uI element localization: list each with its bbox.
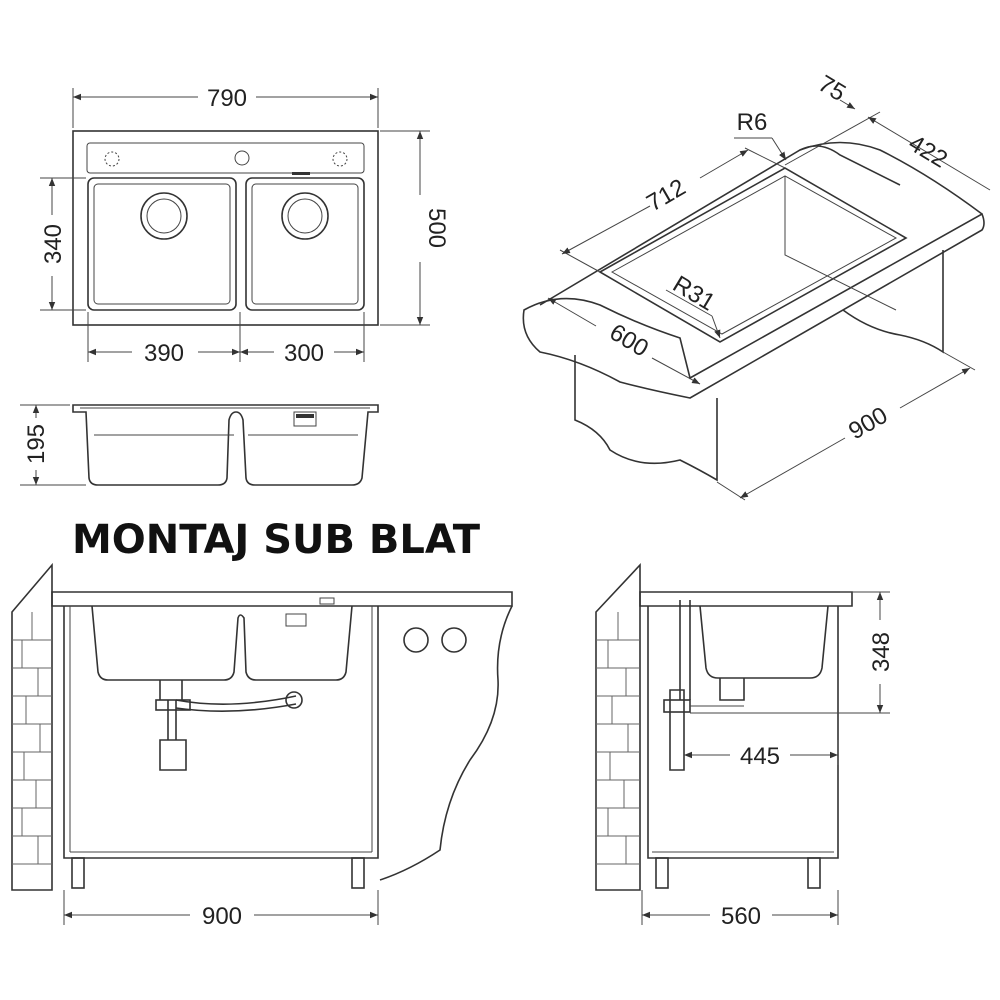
side-section-view: 195 [20,404,379,486]
dim-cabinet-900: 900 [202,903,242,930]
dim-bowl-340: 340 [40,224,67,264]
dim-75: 75 [813,70,850,107]
dim-900-iso: 900 [844,402,892,445]
dim-cabinet-560: 560 [721,903,761,930]
isometric-view: 75 422 R6 712 R31 600 900 [522,70,991,501]
dim-712: 712 [642,174,690,217]
dim-width-790: 790 [207,85,247,112]
side-installation-view: 348 445 560 [595,562,895,930]
dim-348: 348 [868,632,895,672]
top-view: 790 500 340 390 300 [40,85,450,367]
dim-r6: R6 [737,109,768,136]
installation-title: MONTAJ SUB BLAT [72,517,481,563]
dim-445: 445 [740,743,780,770]
dim-r31: R31 [668,271,720,317]
dim-left-bowl-390: 390 [144,340,184,367]
dim-right-bowl-300: 300 [284,340,324,367]
dim-depth-500: 500 [423,208,450,248]
dim-height-195: 195 [23,424,50,464]
front-installation-view: 900 [11,562,513,930]
